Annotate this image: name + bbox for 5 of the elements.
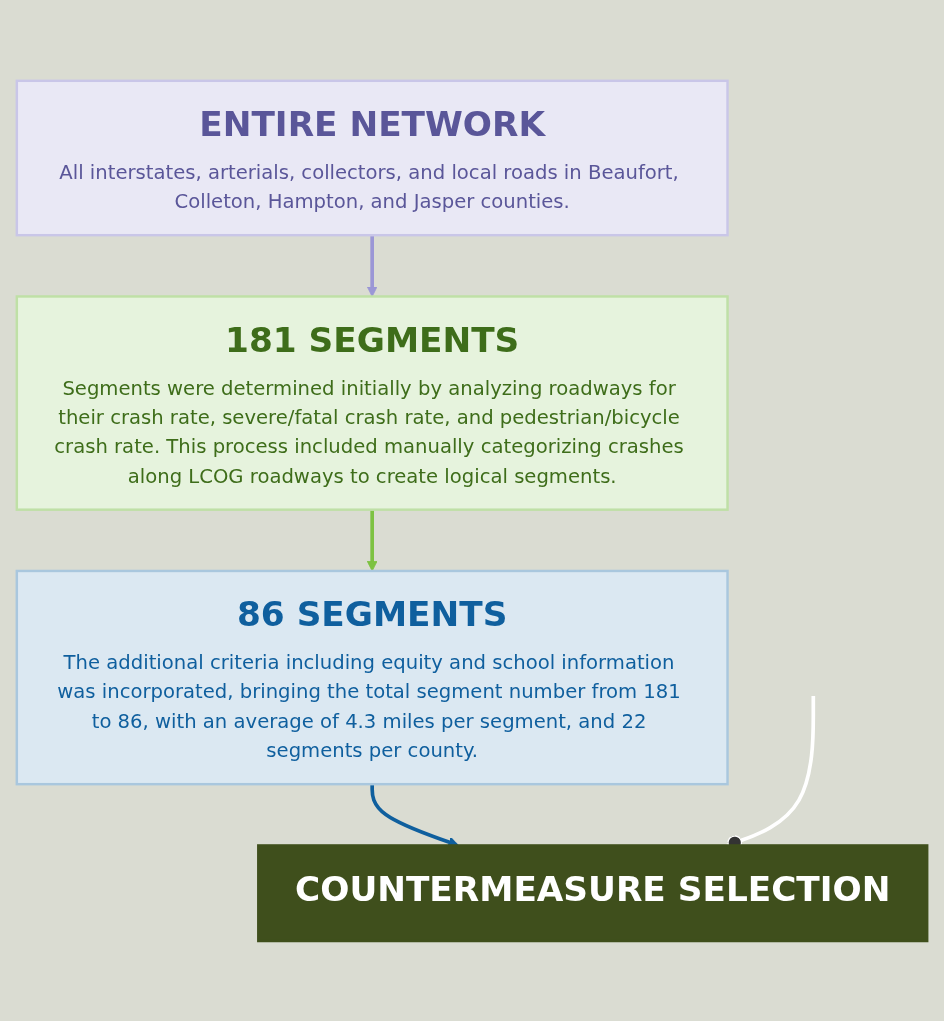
arrow <box>366 234 378 297</box>
node-box: 181 SEGMENTS Segments were determined initially by analyzing roadways for their crash rate, severe/fatal crash rate, and pedestrian/bicycle crash rate. This process included manually categorizing crashes along LCOG roadways to create logical segments. <box>15 294 729 511</box>
node-box: 86 SEGMENTS The additional criteria including equity and school information was incorporated, bringing the total segment number from 181 to 86, with an average of 4.3 miles per segment, and 22 segments per county. <box>15 569 729 785</box>
node-box: COUNTERMEASURE SELECTION <box>257 843 929 942</box>
node-box: ENTIRE NETWORK All interstates, arterials, collectors, and local roads in Beaufort, Colleton, Hampton, and Jasper counties. <box>15 79 729 236</box>
